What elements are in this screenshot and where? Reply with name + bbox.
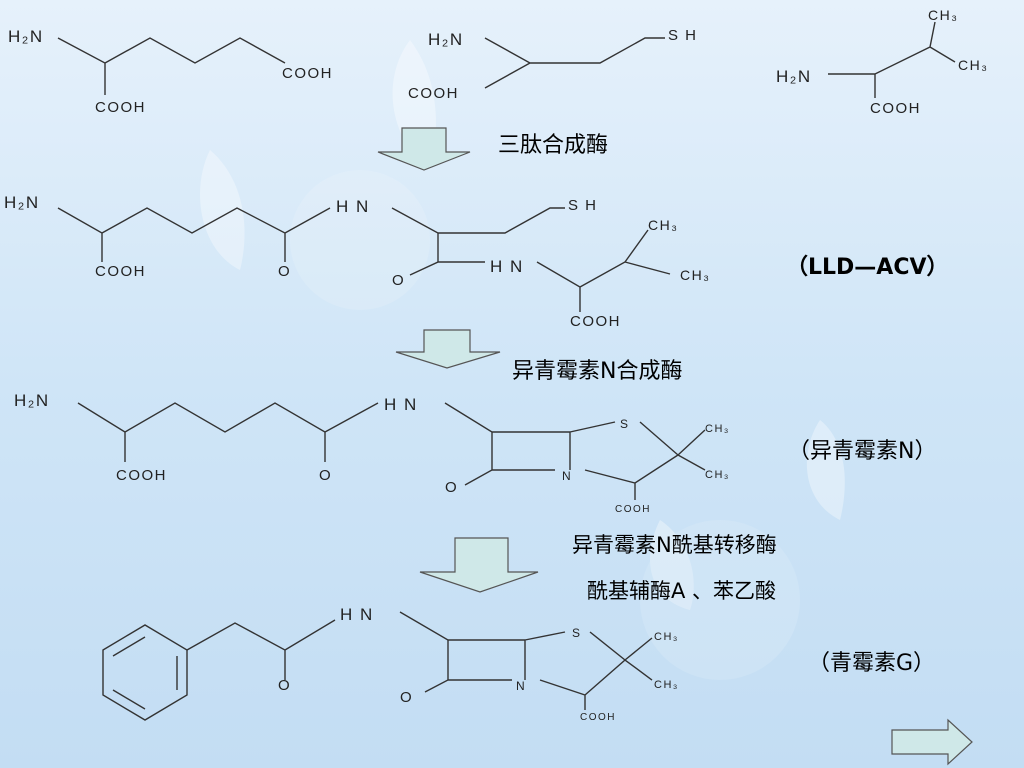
atom-label: H₂N [4,193,40,212]
atom-label: COOH [408,85,459,102]
atom-label: H₂N [14,391,50,410]
atom-label: O [400,689,413,706]
atom-label: O [278,677,291,694]
benzene-inner [112,636,178,710]
atom-label: CH₃ [654,679,679,691]
atom-label: S [572,626,582,640]
benzene-ring [102,624,188,721]
down-arrow-3 [419,537,539,593]
product-label-isopenicillin: （异青霉素N） [788,439,937,464]
atom-label: CH₃ [928,7,958,23]
atom-label: S [620,417,630,431]
atom-label: CH₃ [705,423,730,435]
atom-label: S H [568,197,598,214]
atom-label: H₂N [8,27,44,46]
atom-label: COOH [282,65,333,82]
atom-label: CH₃ [654,631,679,643]
atom-label: COOH [116,467,167,484]
atom-label: CH₃ [680,267,710,283]
atom-label: H N [336,197,370,216]
bond [57,37,286,95]
atom-label: H₂N [776,67,812,86]
atom-label: N [562,469,572,483]
bond [57,207,331,262]
product-label-acv: （LLD—ACV） [786,255,949,280]
atom-label: O [278,263,291,280]
bond [536,229,671,312]
atom-label: O [319,467,332,484]
bond [391,207,565,276]
arrow-group [377,127,973,766]
atom-label: COOH [615,504,651,515]
bond [399,611,653,710]
bond [186,619,336,680]
atom-label: O [445,479,458,496]
atom-label: S H [668,27,698,44]
cofactor-label: 酰基辅酶A 、苯乙酸 [587,579,777,603]
atom-label: COOH [580,712,616,723]
atom-label: H₂N [428,30,464,49]
atom-label: CH₃ [705,469,730,481]
down-arrow-1 [377,127,471,171]
bond [484,37,665,89]
next-arrow-button[interactable] [891,718,973,766]
atom-label: H N [384,395,418,414]
product-label-penicillin: （青霉素G） [808,651,936,676]
down-arrow-2 [395,329,501,369]
atom-label: H N [490,257,524,276]
atom-label: N [516,679,526,693]
enzyme-label-2: 异青霉素N合成酶 [512,359,683,384]
atom-label: COOH [95,263,146,280]
atom-label: CH₃ [648,217,678,233]
atom-label: COOH [870,100,921,117]
bond [77,402,379,462]
atom-label: COOH [570,313,621,330]
enzyme-label-1: 三肽合成酶 [498,133,609,158]
bond [444,402,706,500]
enzyme-label-3: 异青霉素N酰基转移酶 [572,533,777,557]
bond [828,21,956,98]
atom-label: CH₃ [958,57,988,73]
atom-label: H N [340,605,374,624]
atom-label: O [392,272,405,289]
atom-label: COOH [95,99,146,116]
